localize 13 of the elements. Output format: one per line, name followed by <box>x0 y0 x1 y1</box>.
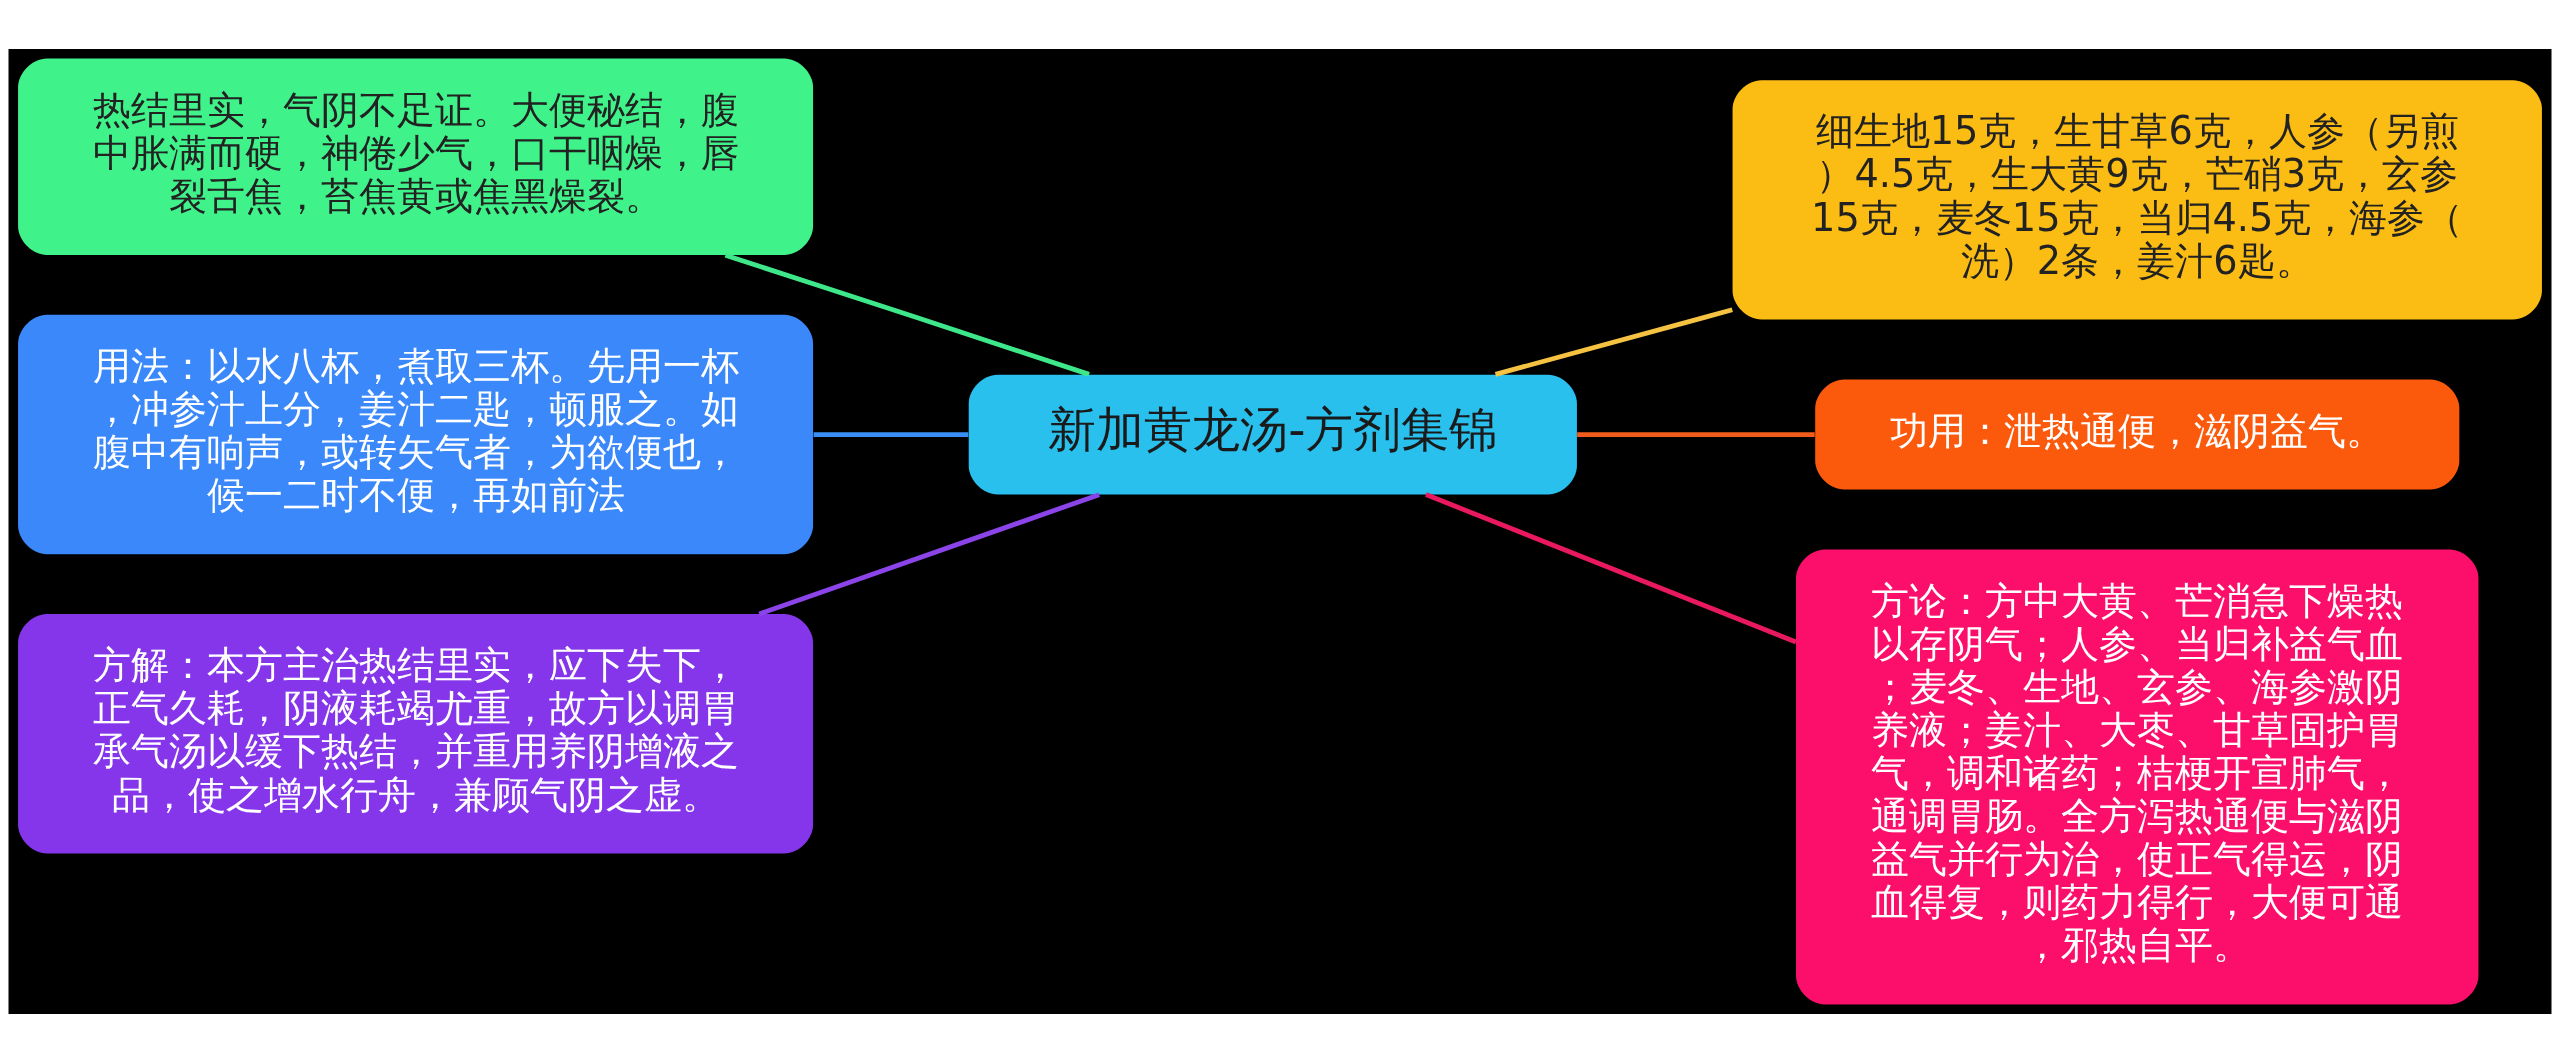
connector <box>1494 307 1733 377</box>
node-box: 热结里实，气阴不足证。大便秘结，腹中胀满而硬，神倦少气，口干咽燥，唇裂舌焦，苔焦黄或焦黑燥裂。 <box>18 58 814 255</box>
node-box: 用法：以水八杯，煮取三杯。先用一杯，冲参汁上分，姜汁二匙，顿服之。如腹中有响声，或转矢气者，为欲便也，候一二时不便，再如前法 <box>18 314 814 555</box>
node-box: 功用：泄热通便，滋阴益气。 <box>1815 379 2460 490</box>
node-box: 新加黄龙汤-方剂集锦 <box>968 374 1577 495</box>
node-box: 方解：本方主治热结里实，应下失下，正气久耗，阴液耗竭尤重，故方以调胃承气汤以缓下热结，并重用养阴增液之品，使之增水行舟，兼顾气阴之虚。 <box>18 614 814 854</box>
connector <box>758 492 1100 617</box>
connector <box>724 252 1090 377</box>
node-box: 方论：方中大黄、芒消急下燥热以存阴气；人参、当归补益气血；麦冬、生地、玄参、海参激阴养液；姜汁、大枣、甘草固护胃气，调和诸药；桔梗开宣肺气，通调胃肠。全方泻热通便与滋阴益气并行为治，使正气得运，阴血得复，则药力得行，大便可通，邪热自平。 <box>1796 549 2479 1005</box>
connector <box>1425 492 1797 645</box>
connector <box>813 432 969 437</box>
node-box: 细生地15克，生甘草6克，人参（另煎）4.5克，生大黄9克，芒硝3克，玄参15克，麦冬15克，当归4.5克，海参（洗）2条，姜汁6匙。 <box>1732 80 2542 320</box>
connector <box>1577 432 1815 437</box>
